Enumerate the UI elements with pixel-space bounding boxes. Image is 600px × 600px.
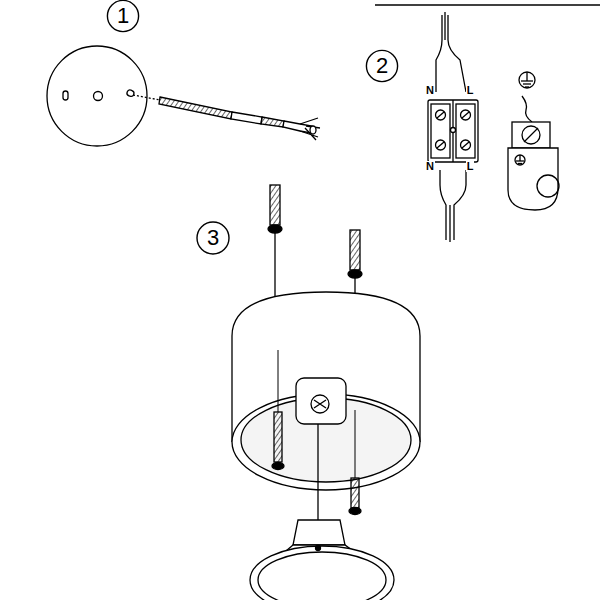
callout-number: 1 [117, 5, 129, 27]
earth-terminal [508, 72, 559, 210]
screw-and-dowel [133, 95, 320, 140]
wire-label: N [425, 161, 435, 172]
callout-ring [366, 50, 397, 81]
ceiling-screws [268, 185, 362, 300]
callout-circle: 3 [196, 221, 230, 255]
callout-circle: 2 [365, 49, 399, 83]
wire-label: L [466, 85, 475, 96]
callout-ring [107, 0, 138, 31]
bulb-reflector [250, 520, 394, 600]
callout-ring [197, 222, 229, 254]
callout-number: 2 [376, 55, 388, 77]
wire-label: L [466, 161, 475, 172]
frame-line [375, 4, 600, 5]
terminal-block [428, 12, 478, 242]
callout-number: 3 [207, 227, 219, 249]
mounting-plate [47, 46, 147, 146]
lamp-body [232, 292, 420, 520]
callout-circle: 1 [106, 0, 140, 33]
wire-label: N [425, 85, 435, 96]
